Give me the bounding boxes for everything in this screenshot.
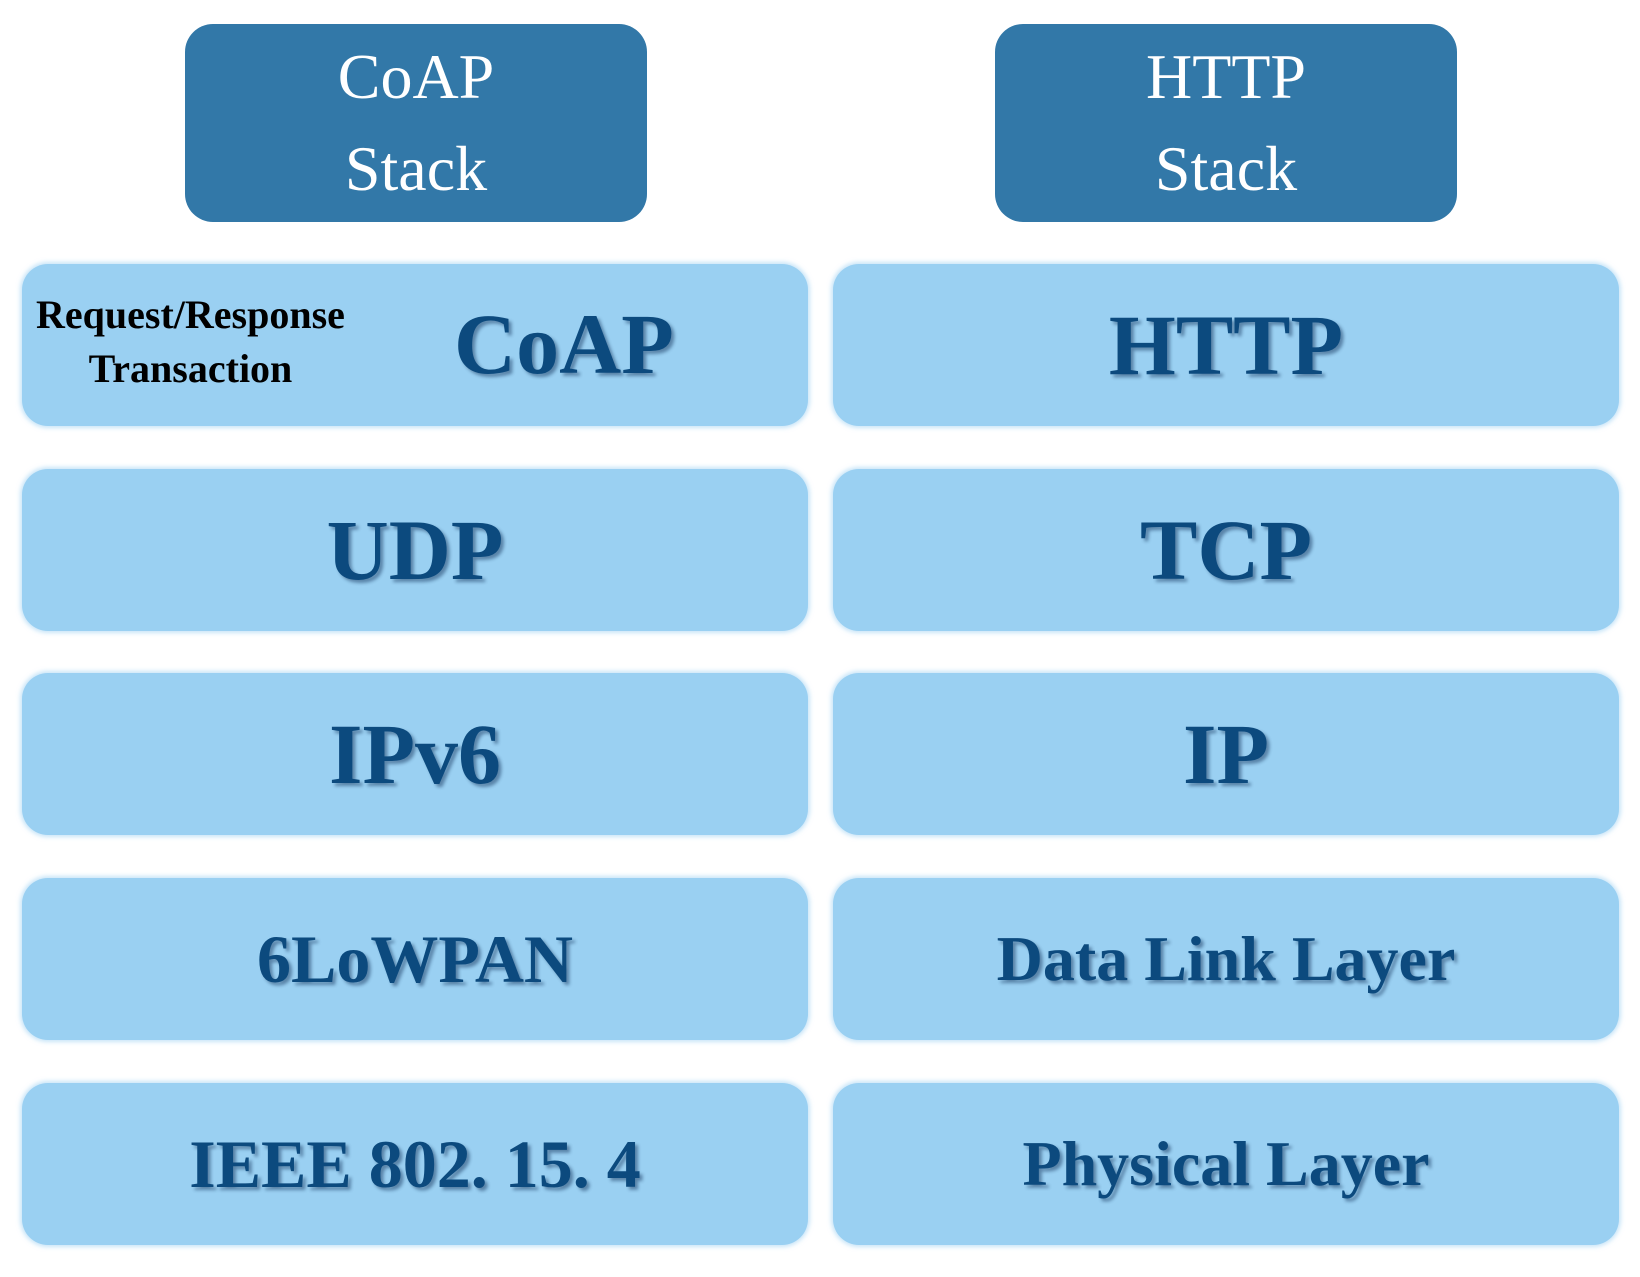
coap-physical-layer: IEEE 802. 15. 4 xyxy=(22,1083,808,1245)
http-physical-layer: Physical Layer xyxy=(833,1083,1619,1245)
tcp-label: TCP xyxy=(1140,502,1312,598)
coap-application-label: CoAP xyxy=(454,296,674,392)
ipv6-label: IPv6 xyxy=(329,706,501,802)
coap-application-layer: Request/Response Transaction CoAP xyxy=(22,264,808,426)
coap-stack-header-line2: Stack xyxy=(344,133,488,204)
physical-layer-label: Physical Layer xyxy=(1022,1128,1430,1199)
coap-transaction-note: Request/Response Transaction xyxy=(36,288,345,396)
http-label: HTTP xyxy=(1108,297,1344,393)
coap-transport-layer: UDP xyxy=(22,469,808,631)
http-application-layer: HTTP xyxy=(833,264,1619,426)
coap-note-line2: Transaction xyxy=(88,346,293,391)
coap-stack-header: CoAP Stack xyxy=(185,24,647,222)
data-link-layer-label: Data Link Layer xyxy=(996,923,1456,994)
ieee-802-15-4-label: IEEE 802. 15. 4 xyxy=(189,1125,641,1202)
http-datalink-layer: Data Link Layer xyxy=(833,878,1619,1040)
udp-label: UDP xyxy=(326,502,504,598)
http-network-layer: IP xyxy=(833,673,1619,835)
coap-adaptation-layer: 6LoWPAN xyxy=(22,878,808,1040)
coap-stack-header-line1: CoAP xyxy=(337,41,495,112)
coap-note-line1: Request/Response xyxy=(36,292,345,337)
http-stack-header: HTTP Stack xyxy=(995,24,1457,222)
http-stack-header-line2: Stack xyxy=(1154,133,1298,204)
http-stack-header-line1: HTTP xyxy=(1146,41,1306,112)
coap-network-layer: IPv6 xyxy=(22,673,808,835)
http-transport-layer: TCP xyxy=(833,469,1619,631)
6lowpan-label: 6LoWPAN xyxy=(256,920,574,997)
ip-label: IP xyxy=(1183,706,1269,802)
